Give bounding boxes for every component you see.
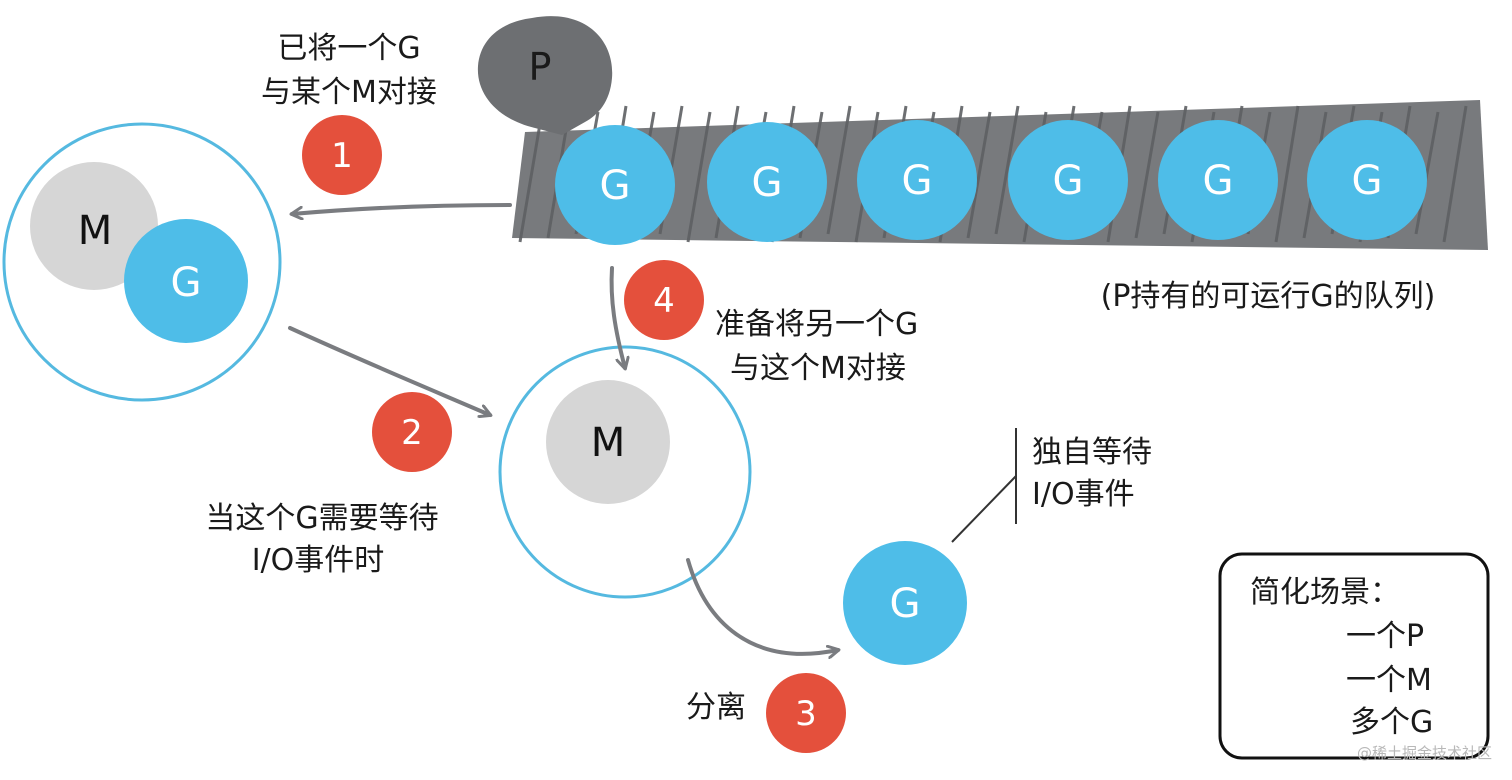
scribble-stroke [826,105,852,235]
step-3-number: 3 [795,694,817,734]
waiting-note-line-1: 独自等待 [1032,435,1152,470]
queue-g-circle-1 [555,125,675,245]
p-node-label: P [529,45,552,89]
center-thread: M [498,345,752,599]
scribble-stroke [994,105,1020,235]
legend-line-3: 一个M [1346,663,1432,698]
step-2-number: 2 [401,413,423,453]
scribble-stroke [1134,111,1160,239]
detached-g-circle [843,541,967,665]
left-m-label: M [78,208,113,254]
step-2-text-line-1: 当这个G需要等待 [205,501,438,536]
queue-caption: (P持有的可运行G的队列) [1101,279,1436,314]
step-4-text-line-2: 与这个M对接 [730,351,906,386]
arrow-left-to-center-thread [288,326,490,415]
left-m-circle [30,162,158,290]
left-thread-ring [2,122,282,402]
step-2-text-line-2: I/O事件时 [252,543,385,578]
queue-g-circle-6 [1307,120,1427,240]
left-thread: M G [2,122,282,402]
scribble-stroke [686,111,712,243]
detached-g: G [843,541,967,665]
queue-g-circle-2 [707,122,827,242]
queue-g-label-6: G [1352,158,1383,204]
scribble-stroke [966,111,992,239]
p-node: P [477,16,613,135]
center-m-label: M [591,420,626,466]
left-g-circle [124,219,248,343]
step-1-text-line-2: 与某个M对接 [261,75,437,110]
scribble-stroke [1414,111,1440,235]
left-g-label: G [171,260,202,306]
arrow-queue-to-center-thread [609,266,625,368]
queue-g-circle-3 [857,120,977,240]
queue-g-circle-4 [1008,120,1128,240]
waiting-note-connector [951,428,1017,543]
step-1-text-line-1: 已将一个G [277,31,420,66]
queue-g-label-5: G [1203,158,1234,204]
arrow-queue-to-left-thread [292,203,512,214]
queue-g-circle-5 [1158,120,1278,240]
waiting-note: 独自等待 I/O事件 [1032,435,1152,512]
arrows [288,203,838,654]
center-m-circle [546,380,670,504]
scribble-stroke [1442,105,1468,243]
step-badges: 1 2 3 4 [302,115,846,753]
queue-g-items: G G G G G G [555,120,1427,245]
step-3-text-line-1: 分离 [686,690,746,725]
step-3-badge [766,673,846,753]
queue-g-label-1: G [600,163,631,209]
step-4-badge [624,260,704,340]
step-2-badge [372,392,452,472]
legend-line-4: 多个G [1350,705,1433,740]
waiting-note-line-2: I/O事件 [1032,477,1135,512]
queue-g-label-4: G [1053,158,1084,204]
step-4-text-line-1: 准备将另一个G [715,307,918,342]
scribble-stroke [1274,105,1300,243]
legend-box: 简化场景： 一个P 一个M 多个G [1218,552,1490,760]
step-4-number: 4 [653,281,675,321]
detached-g-label: G [890,581,921,627]
queue-g-label-3: G [902,158,933,204]
center-thread-ring [498,345,752,599]
scribble-stroke [518,111,544,243]
legend-line-2: 一个P [1346,619,1424,654]
queue-g-label-2: G [752,160,783,206]
legend-line-1: 简化场景： [1250,575,1400,610]
step-1-number: 1 [331,136,353,176]
arrow-center-to-detached-g [686,558,838,654]
step-1-badge [302,115,382,195]
legend-frame [1218,552,1490,760]
step-texts: 已将一个G 与某个M对接 当这个G需要等待 I/O事件时 分离 准备将另一个G … [205,31,918,725]
watermark: @稀土掘金技术社区 [1357,744,1492,762]
